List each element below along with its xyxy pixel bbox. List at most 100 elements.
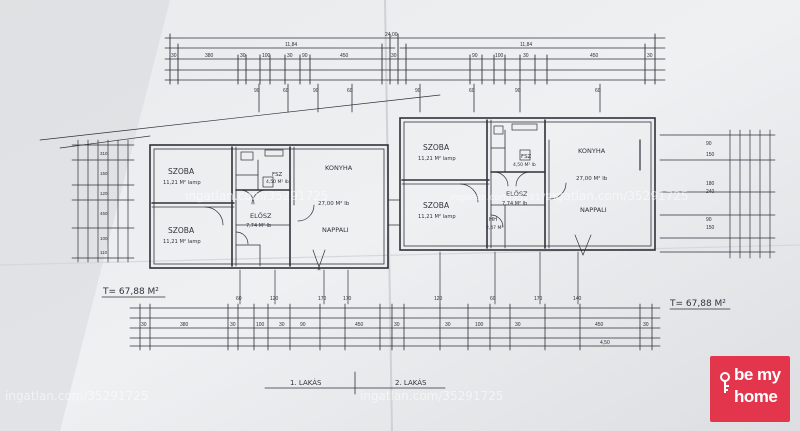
- dim-segment: 100: [256, 322, 265, 328]
- opening-width: 120: [434, 296, 443, 302]
- room-name-hh: HH: [489, 217, 497, 223]
- opening-width: 170: [534, 296, 543, 302]
- dim-segment: 30: [287, 53, 293, 59]
- dim-segment: 450: [355, 322, 364, 328]
- paper-shadow: [0, 0, 170, 431]
- opening-width: 170: [343, 296, 352, 302]
- room-name-szoba: SZOBA: [423, 201, 450, 210]
- watermark-text: ingatlan.com/35291725: [360, 389, 503, 403]
- room-area: 11,21 M² lamp: [418, 156, 456, 162]
- room-area: 11,21 M² lamp: [418, 214, 456, 220]
- opening-width: 60: [469, 88, 475, 94]
- unit2-walls: [399, 117, 656, 251]
- unit1-doors: [204, 149, 326, 271]
- dim-segment: 240: [706, 189, 715, 195]
- opening-width: 60: [347, 88, 353, 94]
- unit2-labels: SZOBA 11,21 M² lamp SZOBA 11,21 M² lamp …: [418, 143, 608, 231]
- room-name-szoba: SZOBA: [423, 143, 450, 152]
- room-name-konyha: KONYHA: [325, 164, 353, 172]
- bottom-dimension-labels: 30 380 30 100 30 90 450 30 30 100 30 450…: [141, 296, 649, 346]
- room-name-nappali: NAPPALI: [322, 226, 349, 234]
- dim-segment: 120: [100, 191, 108, 196]
- dim-segment: 450: [595, 322, 604, 328]
- dim-segment: 180: [706, 181, 715, 187]
- watermark-text: ingatlan.com/35291725: [450, 193, 558, 203]
- dimension-ticks-top: [169, 33, 656, 85]
- dimension-lines-top: [164, 37, 666, 81]
- dim-segment: 30: [240, 53, 246, 59]
- logo-text: be my: [734, 365, 781, 384]
- dim-segment: 450: [100, 211, 108, 216]
- room-area: 4,50 M² lb: [266, 179, 289, 185]
- right-dimension-labels: 90 150 180 240 90 150: [706, 141, 715, 231]
- opening-width: 90: [415, 88, 421, 94]
- watermark-text: ingatlan.com/35291725: [5, 389, 148, 403]
- room-name-szoba: SZOBA: [168, 167, 195, 176]
- room-name-konyha: KONYHA: [578, 147, 606, 155]
- dim-segment: 90: [706, 217, 712, 223]
- room-area: 7,74 M² lb: [502, 201, 527, 207]
- room-name-nappali: NAPPALI: [580, 206, 607, 214]
- dim-segment: 30: [391, 53, 397, 59]
- room-area: 11,21 M² lamp: [163, 239, 201, 245]
- top-dimension-labels: 24,00 11,84 11,84 30 380 30 100 30 90 45…: [171, 32, 653, 94]
- dim-segment: 150: [706, 225, 715, 231]
- room-name-elosz: ELŐSZ: [506, 189, 528, 198]
- room-area: 27,00 M² lb: [318, 200, 350, 207]
- room-area: 27,00 M² lb: [576, 175, 608, 182]
- watermark-text: ingatlan.com/35291725: [185, 189, 328, 203]
- dim-segment: 100: [262, 53, 271, 59]
- opening-width: 170: [318, 296, 327, 302]
- room-name-szoba: SZOBA: [168, 226, 195, 235]
- dim-segment: 150: [706, 152, 715, 158]
- room-name-fsz: FSZ: [272, 172, 283, 178]
- watermark-text: ingatlan.com/35291725: [545, 189, 688, 203]
- logo-text: home: [734, 387, 778, 406]
- watermarks: ingatlan.com/35291725 ingatlan.com/35291…: [5, 189, 688, 403]
- opening-width: 60: [490, 296, 496, 302]
- eave-line: [39, 94, 441, 141]
- dim-segment: 100: [475, 322, 484, 328]
- dim-segment: 380: [180, 322, 189, 328]
- unit2-total-area: T= 67,88 M²: [669, 299, 726, 309]
- opening-width: 90: [515, 88, 521, 94]
- dimension-ticks-bottom: [139, 303, 653, 351]
- dim-half: 11,84: [285, 42, 297, 48]
- dim-segment: 30: [515, 322, 521, 328]
- room-name-elosz: ELŐSZ: [250, 211, 272, 220]
- dim-segment: 90: [706, 141, 712, 147]
- dim-segment: 90: [472, 53, 478, 59]
- dim-segment: 380: [205, 53, 214, 59]
- dim-segment: 310: [100, 151, 108, 156]
- dim-segment: 30: [643, 322, 649, 328]
- unit1-walls: [149, 144, 389, 269]
- key-icon: [720, 372, 730, 393]
- room-area: 11,21 M² lamp: [163, 180, 201, 186]
- room-area: 2,47 M²: [486, 225, 503, 231]
- dim-segment: 30: [141, 322, 147, 328]
- dim-segment: 30: [279, 322, 285, 328]
- dim-segment: 450: [590, 53, 599, 59]
- opening-width: 60: [283, 88, 289, 94]
- room-area: 7,74 M² lb: [246, 223, 271, 229]
- dim-segment: 30: [171, 53, 177, 59]
- unit2-doors: [459, 123, 641, 256]
- unit1-labels: SZOBA 11,21 M² lamp SZOBA 11,21 M² lamp …: [163, 164, 353, 245]
- dimension-lines-right: [659, 129, 776, 259]
- be-my-home-logo[interactable]: be my home: [710, 356, 790, 422]
- dim-segment: 90: [302, 53, 308, 59]
- dim-segment: 150: [100, 171, 108, 176]
- unit1-total-area: T= 67,88 M²: [102, 287, 159, 297]
- dim-segment: 90: [300, 322, 306, 328]
- opening-markers-bottom: [239, 251, 579, 305]
- left-dimension-labels: 310 150 120 450 100 110: [100, 151, 108, 255]
- dim-half: 11,84: [520, 42, 532, 48]
- room-area: 4,50 M² lb: [513, 162, 536, 168]
- room-name-fsz: FSZ: [521, 154, 532, 160]
- dim-segment: 30: [647, 53, 653, 59]
- dimension-lines-left: [71, 139, 135, 263]
- dim-total: 24,00: [385, 32, 398, 38]
- unit1-caption: 1. LAKÁS: [290, 378, 322, 387]
- opening-width: 140: [573, 296, 582, 302]
